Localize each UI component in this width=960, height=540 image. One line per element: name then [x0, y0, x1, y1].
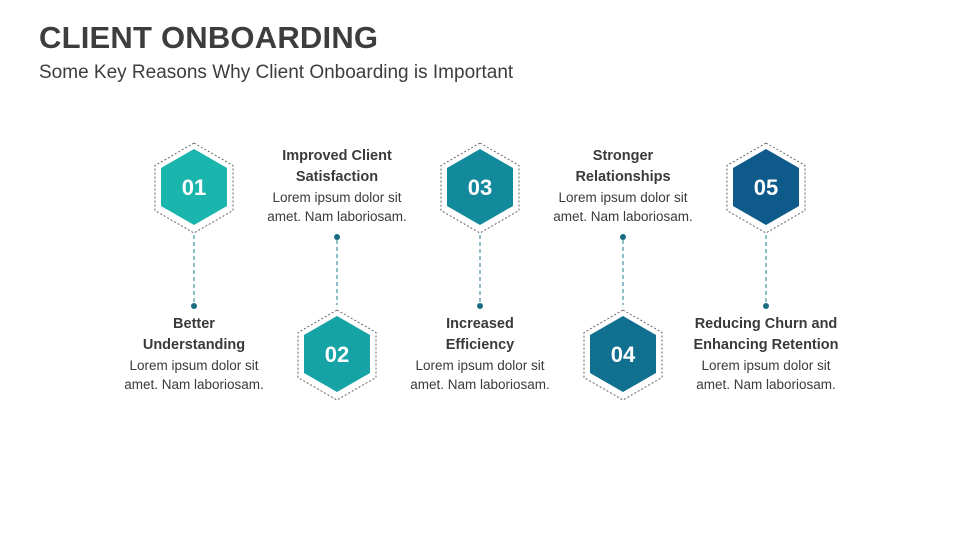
hex-fill-05 — [733, 149, 799, 225]
step-heading-02: Improved Client Satisfaction — [282, 148, 392, 185]
hexagon-05: 05 — [726, 142, 806, 234]
step-heading-03: Increased Efficiency — [445, 316, 515, 353]
step-text-02: Improved Client Satisfaction Lorem ipsum… — [252, 146, 422, 226]
step-body-04: Lorem ipsum dolor sit amet. Nam laborios… — [553, 190, 693, 224]
hex-fill-04 — [590, 316, 656, 392]
connector-01 — [191, 235, 197, 309]
step-heading-05: Reducing Churn and Enhancing Retention — [693, 316, 839, 353]
step-body-03: Lorem ipsum dolor sit amet. Nam laborios… — [410, 358, 550, 392]
hexagon-01: 01 — [154, 142, 234, 234]
hex-fill-03 — [447, 149, 513, 225]
step-body-01: Lorem ipsum dolor sit amet. Nam laborios… — [124, 358, 264, 392]
step-body-05: Lorem ipsum dolor sit amet. Nam laborios… — [696, 358, 836, 392]
connector-02 — [334, 234, 340, 305]
step-text-05: Reducing Churn and Enhancing Retention L… — [681, 314, 851, 394]
hex-fill-02 — [304, 316, 370, 392]
step-number-02: 02 — [325, 342, 349, 367]
step-number-03: 03 — [468, 175, 492, 200]
step-body-02: Lorem ipsum dolor sit amet. Nam laborios… — [267, 190, 407, 224]
step-text-04: Stronger Relationships Lorem ipsum dolor… — [538, 146, 708, 226]
connector-03 — [477, 235, 483, 309]
step-text-01: Better Understanding Lorem ipsum dolor s… — [109, 314, 279, 394]
step-heading-04: Stronger Relationships — [575, 148, 671, 185]
connector-04 — [620, 234, 626, 305]
connector-05 — [763, 235, 769, 309]
slide-title: CLIENT ONBOARDING — [39, 20, 379, 55]
step-number-01: 01 — [182, 175, 206, 200]
hexagon-04: 04 — [583, 309, 663, 401]
hex-fill-01 — [161, 149, 227, 225]
hexagon-02: 02 — [297, 309, 377, 401]
step-heading-01: Better Understanding — [142, 316, 246, 353]
step-text-03: Increased Efficiency Lorem ipsum dolor s… — [395, 314, 565, 394]
step-number-04: 04 — [611, 342, 636, 367]
step-number-05: 05 — [754, 175, 778, 200]
hexagon-03: 03 — [440, 142, 520, 234]
slide-subtitle: Some Key Reasons Why Client Onboarding i… — [39, 62, 514, 83]
